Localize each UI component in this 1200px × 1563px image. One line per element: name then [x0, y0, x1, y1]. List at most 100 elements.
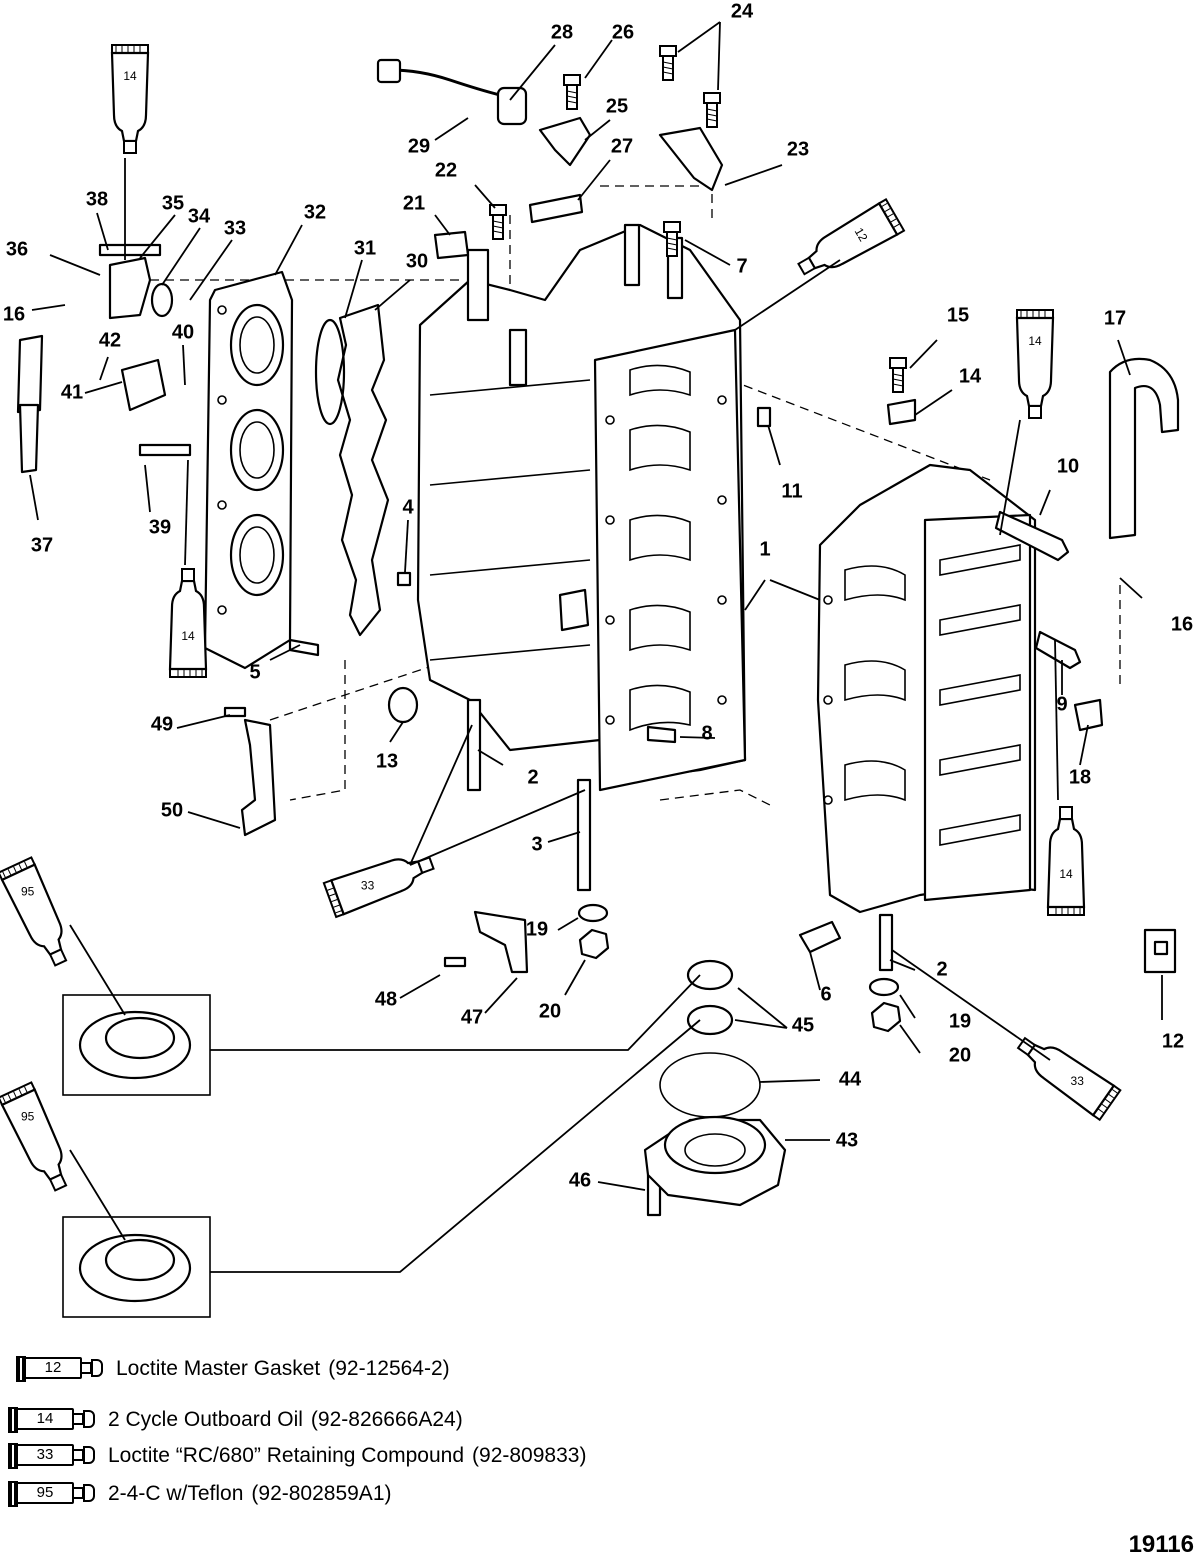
callout-4: 4: [402, 496, 414, 518]
callout-40: 40: [172, 321, 194, 343]
callout-6: 6: [820, 983, 831, 1005]
legend-part-number: (92-802859A1): [251, 1482, 392, 1505]
callout-14: 14: [959, 365, 982, 387]
callout-21: 21: [403, 192, 425, 214]
callout-labels: 1 1 2 2 3 4 5 6 7 8 9 10 11 12 13 14 15 …: [3, 0, 1193, 1191]
legend-text: Loctite “RC/680” Retaining Compound (92-8…: [108, 1444, 586, 1468]
callout-37: 37: [31, 534, 53, 556]
legend-text: 2 Cycle Outboard Oil (92-826666A24): [108, 1408, 463, 1432]
tube-label-12: 12: [852, 225, 871, 244]
tube-icon: 33: [8, 1443, 96, 1469]
callout-3: 3: [531, 833, 542, 855]
small-parts: [16, 58, 1180, 974]
callout-23: 23: [787, 138, 809, 160]
callout-25: 25: [606, 95, 628, 117]
callout-leaders: [29, 21, 1163, 1191]
tube-icon: 12: [16, 1356, 104, 1382]
cylinder-head: [203, 270, 294, 670]
head-gasket: [314, 303, 390, 637]
callout-33: 33: [224, 217, 246, 239]
callout-19: 19: [526, 918, 548, 940]
callout-24: 24: [731, 0, 754, 22]
callout-1: 1: [759, 538, 770, 560]
callout-35: 35: [162, 192, 184, 214]
figure-number: 19116: [1128, 1531, 1194, 1558]
sealant-tubes: 14 14 14 14 12 33 33 95 95: [0, 43, 1122, 1241]
tube-label-14: 14: [123, 69, 137, 83]
legend-text: 2-4-C w/Teflon (92-802859A1): [108, 1482, 392, 1506]
crankcase-cover: [816, 463, 1037, 914]
callout-41: 41: [61, 381, 83, 403]
callout-43: 43: [836, 1129, 858, 1151]
callout-47: 47: [461, 1006, 483, 1028]
tube-label-33: 33: [361, 878, 375, 892]
callout-2: 2: [527, 766, 538, 788]
tube-label-14: 14: [181, 629, 195, 643]
callout-18: 18: [1069, 766, 1091, 788]
callout-29: 29: [408, 135, 430, 157]
seal-inset-boxes: [62, 974, 701, 1318]
callout-16: 16: [3, 303, 25, 325]
legend-part-number: (92-809833): [472, 1444, 587, 1467]
callout-36: 36: [6, 238, 28, 260]
callout-17: 17: [1104, 307, 1126, 329]
callout-7: 7: [736, 255, 747, 277]
callout-20: 20: [539, 1000, 561, 1022]
callout-46: 46: [569, 1169, 591, 1191]
legend-row: 95 2-4-C w/Teflon (92-802859A1): [8, 1479, 392, 1509]
legend-tube-number: 12: [44, 1359, 62, 1376]
legend-description: 2-4-C w/Teflon: [108, 1482, 244, 1505]
legend-part-number: (92-12564-2): [328, 1357, 450, 1380]
legend-row: 14 2 Cycle Outboard Oil (92-826666A24): [8, 1405, 463, 1435]
callout-39: 39: [149, 516, 171, 538]
callout-9: 9: [1056, 693, 1067, 715]
legend-row: 12 Loctite Master Gasket (92-12564-2): [16, 1354, 450, 1384]
legend-tube-number: 14: [36, 1410, 54, 1427]
tube-label-95: 95: [21, 1109, 35, 1123]
callout-20: 20: [949, 1044, 971, 1066]
legend-description: 2 Cycle Outboard Oil: [108, 1408, 303, 1431]
callout-22: 22: [435, 159, 457, 181]
callout-2: 2: [936, 958, 947, 980]
callout-15: 15: [947, 304, 969, 326]
callout-19: 19: [949, 1010, 971, 1032]
callout-32: 32: [304, 201, 326, 223]
callout-12: 12: [1162, 1030, 1184, 1052]
legend-text: Loctite Master Gasket (92-12564-2): [116, 1357, 450, 1381]
callout-11: 11: [781, 480, 802, 502]
callout-10: 10: [1057, 455, 1079, 477]
callout-26: 26: [612, 21, 634, 43]
legend-part-number: (92-826666A24): [310, 1408, 463, 1431]
legend-description: Loctite “RC/680” Retaining Compound: [108, 1444, 465, 1467]
callout-27: 27: [611, 135, 633, 157]
callout-50: 50: [161, 799, 183, 821]
callout-45: 45: [792, 1014, 814, 1036]
bolts: [98, 45, 1104, 1217]
tube-label-14: 14: [1059, 867, 1073, 881]
callout-44: 44: [839, 1068, 862, 1090]
legend-tube-number: 33: [36, 1446, 54, 1463]
tube-label-95: 95: [21, 884, 35, 898]
callout-16: 16: [1171, 613, 1193, 635]
tube-label-33: 33: [1071, 1074, 1085, 1088]
legend-description: Loctite Master Gasket: [116, 1357, 321, 1380]
legend-tube-number: 95: [36, 1484, 54, 1501]
tube-icon: 95: [8, 1481, 96, 1507]
callout-38: 38: [86, 188, 108, 210]
callout-49: 49: [151, 713, 173, 735]
tube-icon: 14: [8, 1407, 96, 1433]
callout-30: 30: [406, 250, 428, 272]
callout-31: 31: [354, 237, 376, 259]
callout-48: 48: [375, 988, 397, 1010]
tube-label-14: 14: [1028, 334, 1042, 348]
callout-28: 28: [551, 21, 573, 43]
nuts-washers: [577, 903, 902, 1207]
legend-row: 33 Loctite “RC/680” Retaining Compound (9…: [8, 1441, 586, 1471]
callout-13: 13: [376, 750, 398, 772]
callout-8: 8: [701, 722, 712, 744]
cylinder-block: [416, 223, 747, 792]
callout-42: 42: [99, 329, 121, 351]
callout-34: 34: [188, 205, 211, 227]
callout-5: 5: [249, 661, 260, 683]
